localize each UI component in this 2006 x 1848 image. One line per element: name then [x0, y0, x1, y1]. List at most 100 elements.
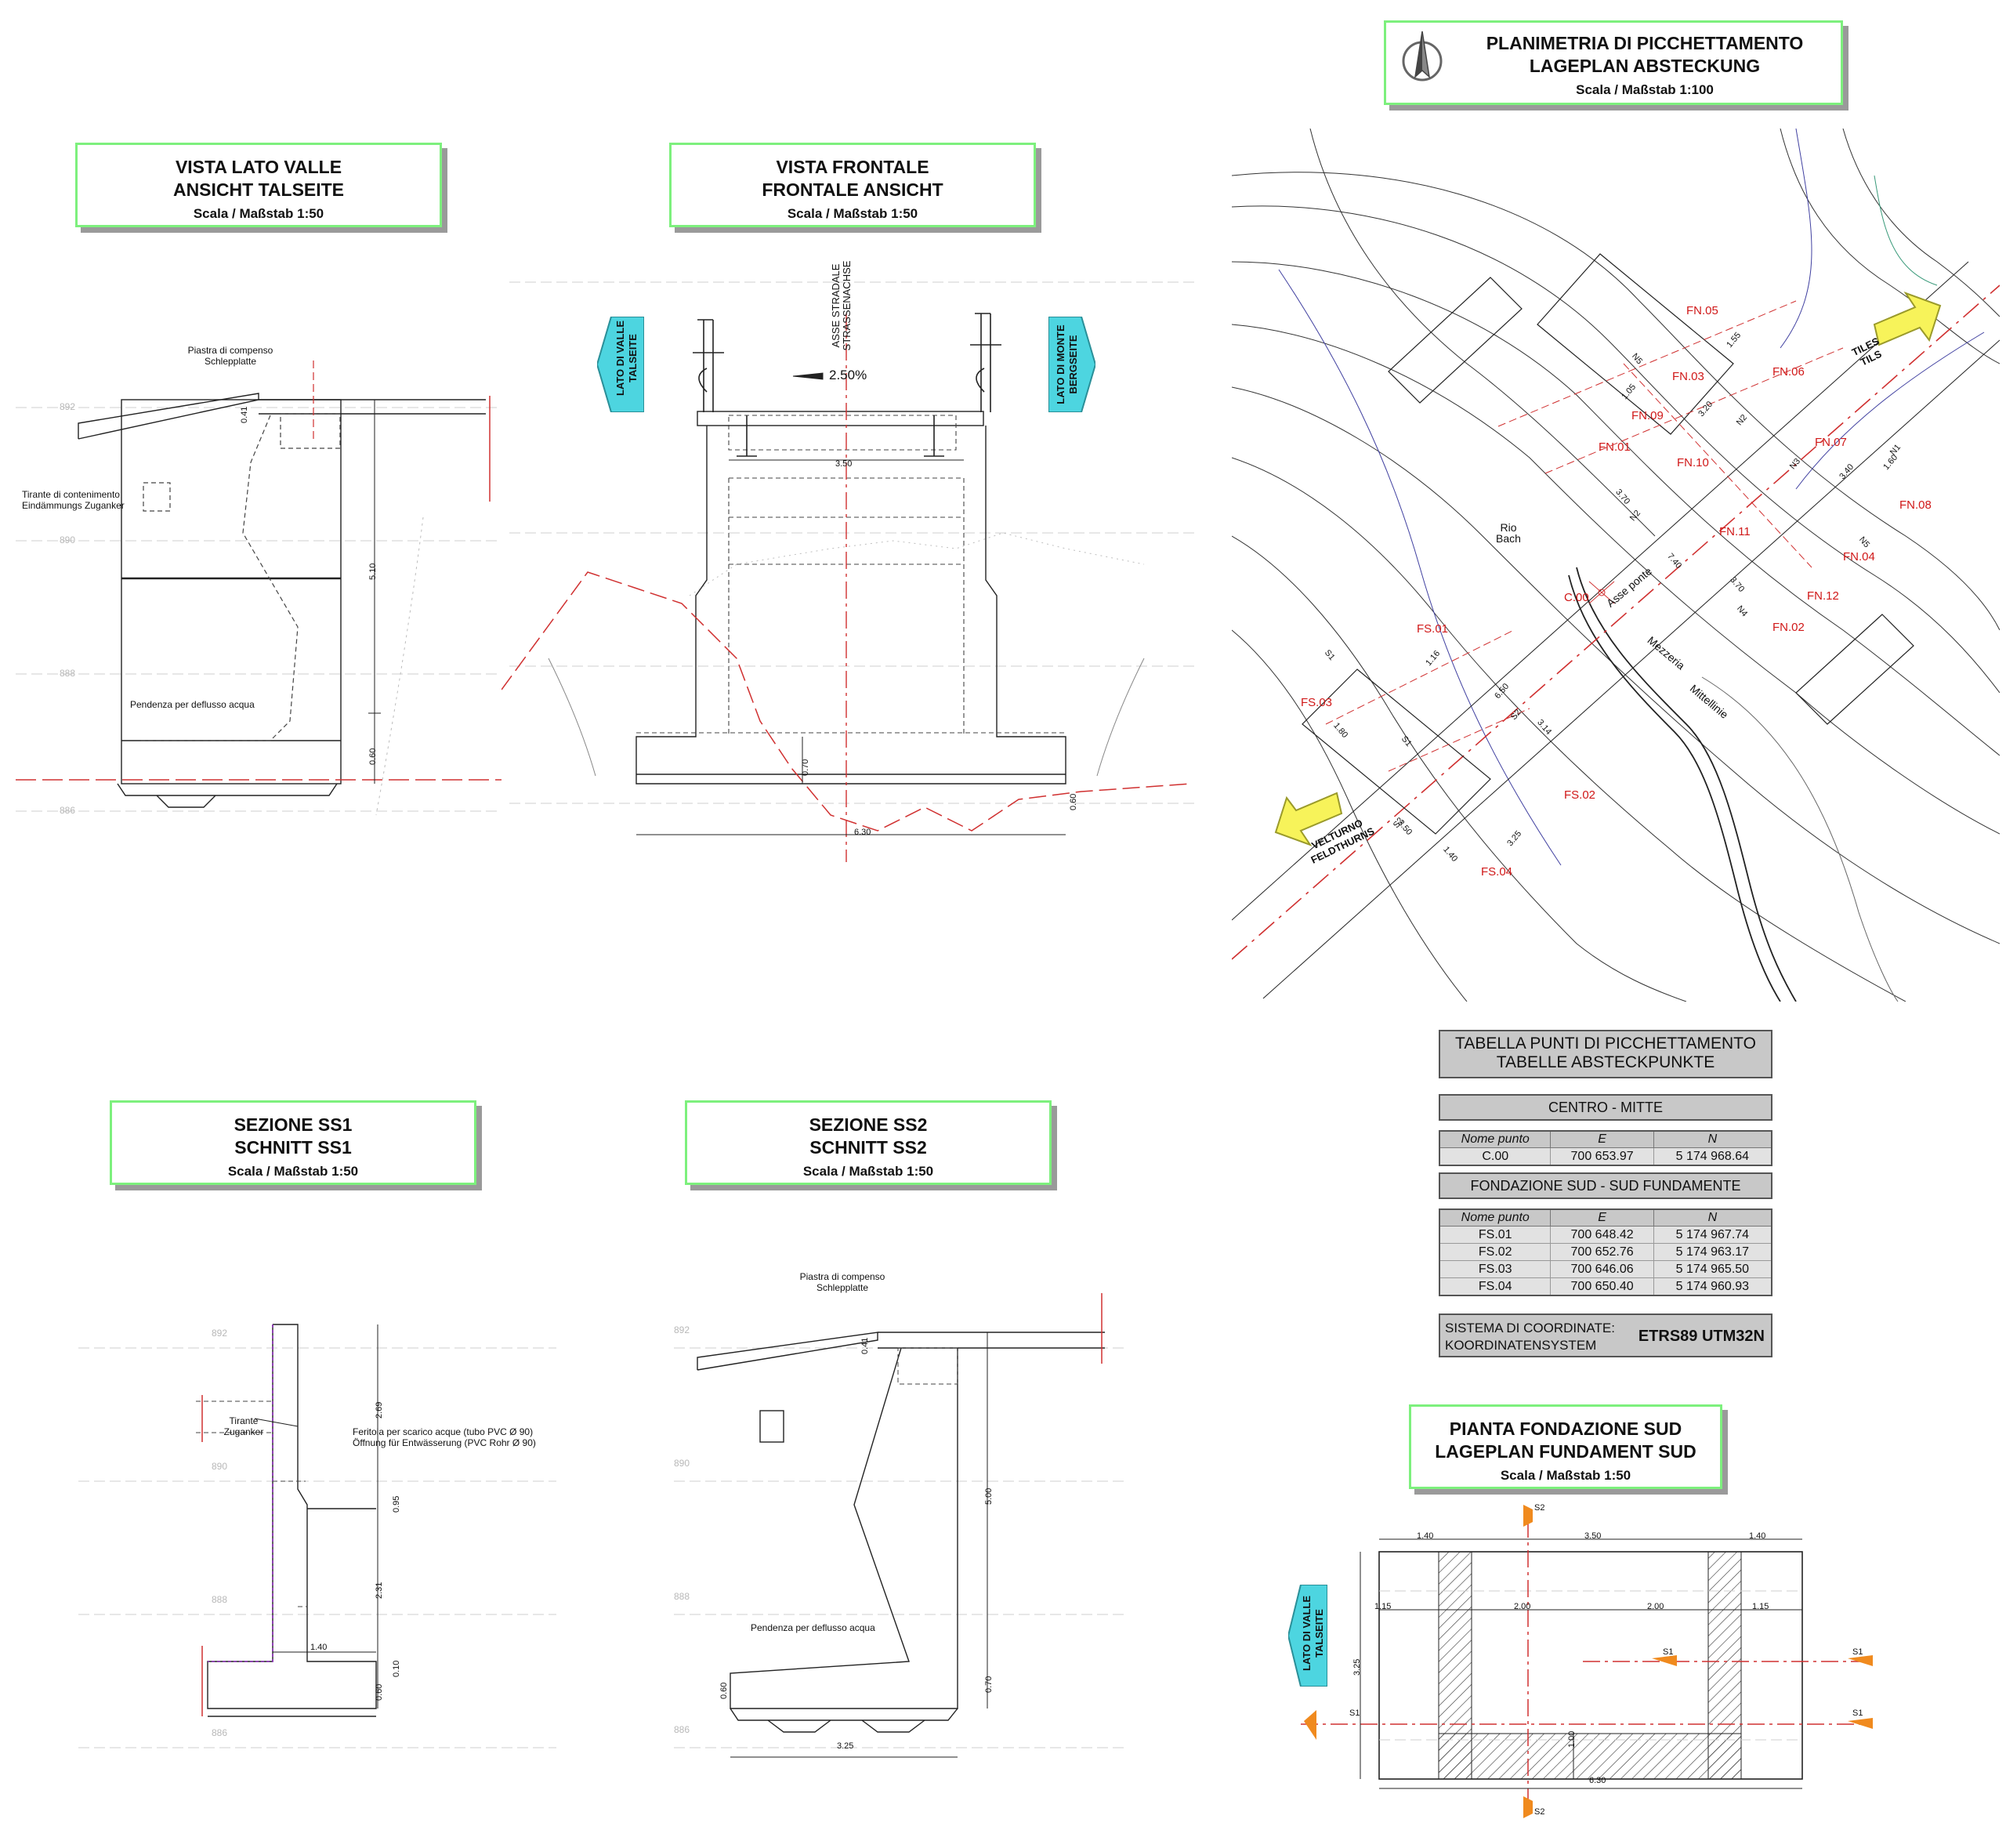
title-scale: Scala / Maßstab 1:50	[227, 1164, 359, 1179]
cell: FS.04	[1439, 1277, 1552, 1296]
point-fn09: FN.09	[1631, 409, 1664, 422]
cut-s3: S1	[1852, 1708, 1863, 1718]
title-pianta-fondazione: PIANTA FONDAZIONE SUD LAGEPLAN FUNDAMENT…	[1409, 1404, 1722, 1489]
th-nome: Nome punto	[1439, 1208, 1552, 1227]
table-row: FS.01 700 648.42 5 174 967.74	[1439, 1226, 1772, 1244]
level-890: 890	[212, 1461, 228, 1472]
dim-2-31: 2.31	[375, 1582, 384, 1599]
dim-3-50: 3.50	[1584, 1531, 1602, 1541]
point-fn02: FN.02	[1772, 621, 1805, 634]
vista-lato-valle-drawing	[16, 361, 502, 816]
lato-valle-arrow-icon	[597, 317, 644, 412]
cell: 700 650.40	[1550, 1277, 1654, 1296]
cell: 5 174 968.64	[1653, 1147, 1772, 1166]
dim-0-41: 0.41	[860, 1337, 870, 1354]
cell: 700 646.06	[1550, 1260, 1654, 1278]
vista-frontale-drawing	[502, 281, 1199, 862]
title-line2: SCHNITT SS1	[234, 1137, 352, 1158]
level-892: 892	[674, 1324, 690, 1335]
cell: 5 174 965.50	[1653, 1260, 1772, 1278]
dim-6-30: 6.30	[1589, 1776, 1606, 1785]
dim-1-40: 1.40	[1749, 1531, 1766, 1541]
level-888: 888	[60, 668, 76, 679]
dim-2-00: 2.00	[1514, 1602, 1531, 1611]
section-centro: CENTRO - MITTE	[1439, 1094, 1772, 1121]
cell: 700 648.42	[1550, 1226, 1654, 1244]
cut-s1: S1	[1852, 1647, 1863, 1657]
point-fn08: FN.08	[1899, 498, 1932, 512]
dim-5-00: 5.00	[984, 1487, 994, 1505]
cut-s3: S1	[1349, 1708, 1360, 1718]
note-line: STRASSENACHSE	[841, 260, 853, 351]
planimetria-drawing	[1232, 129, 2000, 1002]
level-892: 892	[60, 401, 76, 412]
th-e: E	[1550, 1208, 1654, 1227]
cell: 700 652.76	[1550, 1243, 1654, 1261]
north-arrow-icon	[1402, 31, 1443, 82]
cell: FS.03	[1439, 1260, 1552, 1278]
lato-valle-arrow-icon	[1288, 1585, 1327, 1687]
cell: FS.02	[1439, 1243, 1552, 1261]
dim-0-70: 0.70	[984, 1676, 994, 1693]
note-line: Eindämmungs Zuganker	[22, 500, 125, 511]
title-line2: SCHNITT SS2	[809, 1137, 927, 1158]
dim-1-00: 1.00	[1567, 1730, 1577, 1748]
label-line: LATO DI VALLE	[614, 320, 626, 397]
title-line2: LAGEPLAN FUNDAMENT SUD	[1435, 1441, 1696, 1462]
level-888: 888	[674, 1591, 690, 1602]
dim-2-69: 2.69	[375, 1401, 384, 1419]
label-line: TALSEITE	[1313, 1609, 1325, 1658]
cut-s2: S2	[1534, 1503, 1545, 1513]
title-scale: Scala / Maßstab 1:50	[802, 1164, 934, 1179]
coordinate-system: SISTEMA DI COORDINATE: KOORDINATENSYSTEM…	[1439, 1314, 1772, 1357]
title-line1: SEZIONE SS1	[234, 1114, 353, 1135]
dim-0-41: 0.41	[240, 406, 249, 423]
note-pendenza: Pendenza per deflusso acqua	[130, 699, 255, 710]
cell: C.00	[1439, 1147, 1552, 1166]
dim-0-60: 0.60	[1069, 793, 1078, 810]
table-title-line: TABELLE ABSTECKPUNKTE	[1496, 1053, 1715, 1071]
level-886: 886	[212, 1727, 228, 1738]
note-piastra-compenso: Piastra di compenso Schlepplatte	[784, 1271, 901, 1293]
title-line1: SEZIONE SS2	[809, 1114, 928, 1135]
cut-s2: S2	[1534, 1807, 1545, 1817]
table-centro: Nome punto E N C.00 700 653.97 5 174 968…	[1439, 1130, 1772, 1166]
table-header-row: Nome punto E N	[1439, 1208, 1772, 1227]
cell: 5 174 967.74	[1653, 1226, 1772, 1244]
dim-0-60: 0.60	[368, 748, 378, 765]
point-fs03: FS.03	[1301, 696, 1333, 709]
cell: 5 174 960.93	[1653, 1277, 1772, 1296]
title-planimetria: PLANIMETRIA DI PICCHETTAMENTO LAGEPLAN A…	[1384, 20, 1843, 105]
level-890: 890	[60, 534, 76, 545]
note-feritoia: Feritoia per scarico acque (tubo PVC Ø 9…	[353, 1426, 556, 1448]
title-sezione-ss1: SEZIONE SS1 SCHNITT SS1 Scala / Maßstab …	[110, 1100, 476, 1185]
note-line: Zuganker	[223, 1426, 264, 1437]
label-line: KOORDINATENSYSTEM	[1445, 1338, 1597, 1353]
point-fn03: FN.03	[1672, 370, 1704, 383]
point-fs01: FS.01	[1417, 622, 1449, 636]
dim-0-70: 0.70	[801, 759, 810, 776]
level-888: 888	[212, 1594, 228, 1605]
coordinate-system-label: SISTEMA DI COORDINATE: KOORDINATENSYSTEM	[1445, 1320, 1615, 1354]
point-fn07: FN.07	[1815, 436, 1847, 449]
table-fondazione: Nome punto E N FS.01 700 648.42 5 174 96…	[1439, 1208, 1772, 1296]
title-line1: VISTA LATO VALLE	[175, 157, 342, 177]
lato-valle-label: LATO DI VALLE TALSEITE	[1301, 1588, 1326, 1679]
table-title-line: TABELLA PUNTI DI PICCHETTAMENTO	[1455, 1035, 1756, 1053]
title-line2: FRONTALE ANSICHT	[762, 179, 943, 200]
th-n: N	[1653, 1208, 1772, 1227]
dim-2-00: 2.00	[1647, 1602, 1664, 1611]
label-line: TALSEITE	[627, 334, 639, 382]
dim-1-15: 1.15	[1752, 1602, 1769, 1611]
level-890: 890	[674, 1458, 690, 1469]
point-fn12: FN.12	[1807, 589, 1839, 603]
table-row: FS.04 700 650.40 5 174 960.93	[1439, 1277, 1772, 1296]
dim-6-30: 6.30	[854, 828, 871, 837]
th-n: N	[1653, 1130, 1772, 1148]
th-e: E	[1550, 1130, 1654, 1148]
note-slope: 2.50%	[829, 368, 867, 382]
dim-1-15: 1.15	[1374, 1602, 1392, 1611]
note-line: Piastra di compenso	[799, 1271, 885, 1282]
note-tirante-zuganker: Tirante Zuganker	[216, 1415, 271, 1437]
